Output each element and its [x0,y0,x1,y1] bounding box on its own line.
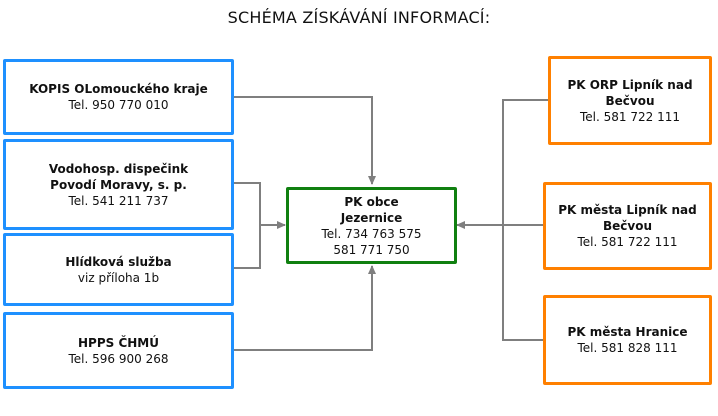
source-name-line1: Vodohosp. dispečink [48,161,189,176]
source-phone: Tel. 950 770 010 [68,98,169,112]
source-box-kopis: KOPIS OLomouckého kraje Tel. 950 770 010 [3,59,234,135]
source-box-hlidkova: Hlídková služba viz příloha 1b [3,233,234,306]
target-name-line2: Bečvou [605,93,655,108]
connector-kopis [233,96,376,185]
target-phone: Tel. 581 722 111 [577,235,678,249]
center-name-line1: PK obce [344,194,399,209]
connector-vodohosp [233,182,261,269]
target-name: PK města Hranice [567,325,688,339]
target-phone: Tel. 581 828 111 [577,341,678,355]
target-phone: Tel. 581 722 111 [580,109,680,124]
source-name: HPPS ČHMÚ [78,335,159,350]
target-name-line1: PK města Lipník nad [558,203,697,217]
source-phone: Tel. 596 900 268 [68,351,169,366]
diagram-title: SCHÉMA ZÍSKÁVÁNÍ INFORMACÍ: [227,8,491,27]
connector-right-bus [502,99,548,341]
source-name: KOPIS OLomouckého kraje [29,82,208,96]
target-box-mesto-hranice: PK města Hranice Tel. 581 828 111 [543,295,712,385]
source-phone: Tel. 541 211 737 [68,193,169,208]
source-name-line2: Povodí Moravy, s. p. [50,177,187,192]
source-box-vodohosp: Vodohosp. dispečink Povodí Moravy, s. p.… [3,139,234,230]
center-phone-line2: 581 771 750 [333,242,410,257]
center-box-pk-jezernice: PK obce Jezernice Tel. 734 763 575 581 7… [286,187,457,264]
source-box-hpps: HPPS ČHMÚ Tel. 596 900 268 [3,312,234,389]
center-name-line2: Jezernice [340,210,403,225]
target-box-mesto-lipnik: PK města Lipník nad Bečvou Tel. 581 722 … [543,182,712,270]
connector-hpps [233,265,376,351]
source-detail: viz příloha 1b [77,270,160,285]
target-name-line1: PK ORP Lipník nad [567,77,693,92]
center-phone-line1: Tel. 734 763 575 [321,226,422,241]
target-name-line2: Bečvou [602,219,652,233]
source-name: Hlídková služba [65,254,172,269]
target-box-orp-lipnik: PK ORP Lipník nad Bečvou Tel. 581 722 11… [548,56,712,145]
